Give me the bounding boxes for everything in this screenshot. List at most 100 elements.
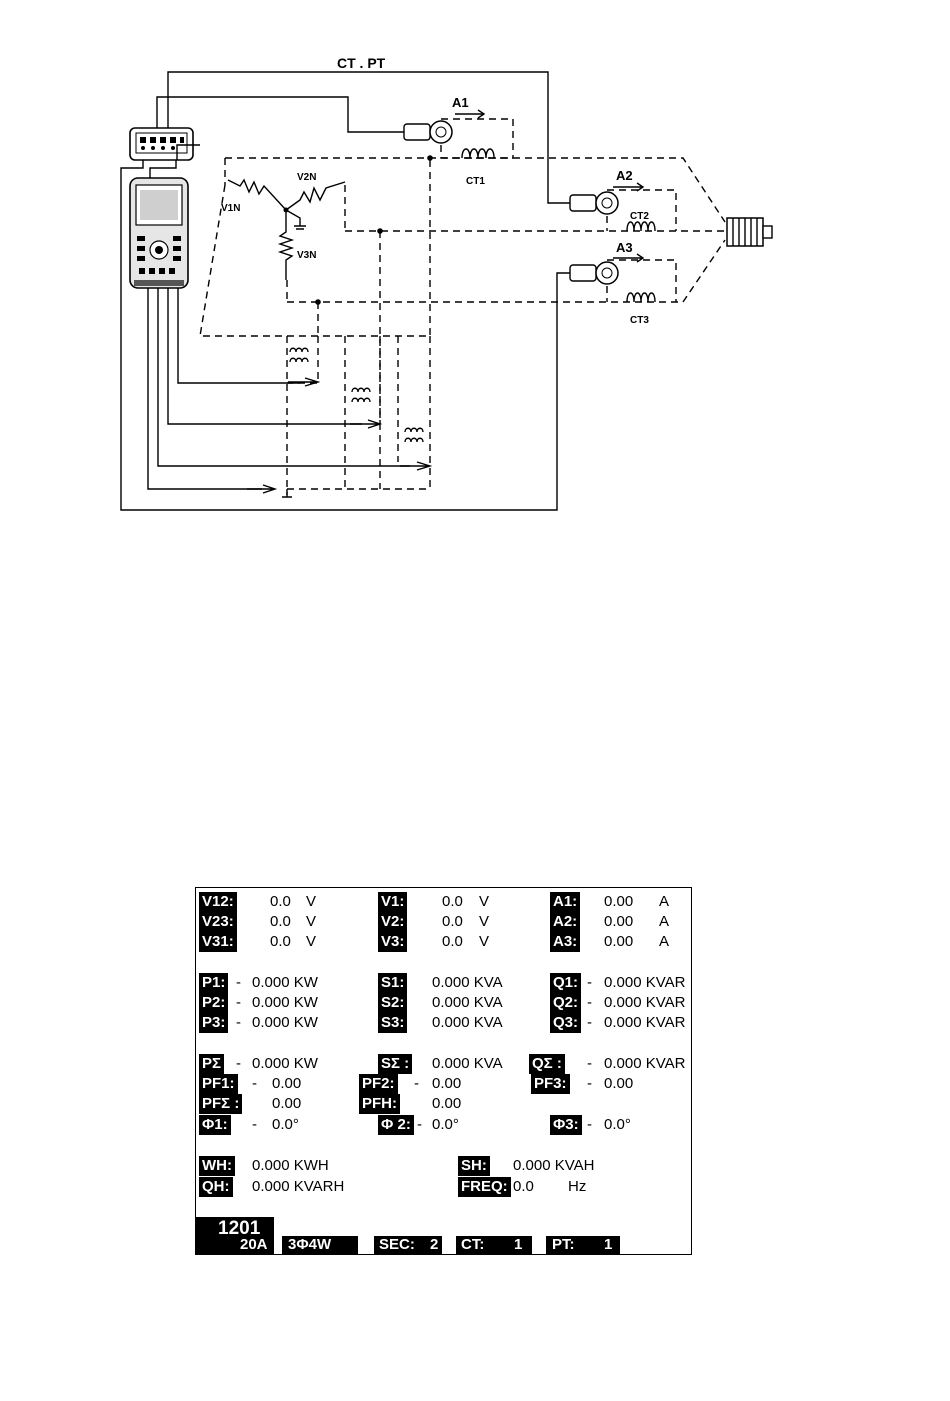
pt-value: 1 [604,1236,613,1253]
v1-label: V1: [378,892,408,912]
sec-value: 2 [430,1236,439,1253]
pfh-value: 0.00 [432,1095,462,1112]
s-total-value: 0.000 KVA [432,1055,503,1072]
meter-display: V12: 0.0 V V23: 0.0 V V31: 0.0 V V1: 0.0… [195,887,692,1255]
motor [726,217,773,247]
p3-label: P3: [199,1013,229,1033]
q3-label: Q3: [550,1013,582,1033]
v23-unit: V [306,913,317,930]
ct-label: CT: [461,1236,485,1253]
v1-value: 0.0 [442,893,463,910]
phi1-label: Φ1: [199,1115,231,1135]
a1-value: 0.00 [604,893,634,910]
pf2-sign: - [414,1075,419,1092]
q-total-label: QΣ : [529,1054,565,1074]
freq-unit: Hz [568,1178,587,1195]
p2-label: P2: [199,993,229,1013]
a1-label: A1: [550,892,581,912]
q-total-sign: - [587,1055,592,1072]
ct2-coil: CT2 [626,211,656,232]
pf1-value: 0.00 [272,1075,302,1092]
wh-label: WH: [199,1156,235,1176]
qh-label: QH: [199,1177,233,1197]
phi3-label: Φ3: [550,1115,582,1135]
v12-label: V12: [199,892,237,912]
label-v2n: V2N [297,172,316,183]
pf2-label: PF2: [359,1074,398,1094]
pf-total-label: PFΣ : [199,1094,243,1114]
pf3-label: PF3: [531,1074,570,1094]
phi2-label: Φ 2: [378,1115,414,1135]
ct3-coil: CT3 [626,292,656,326]
phi2-value: 0.0° [432,1116,459,1133]
p2-value: 0.000 KW [252,994,318,1011]
pf3-sign: - [587,1075,592,1092]
label-v1n: V1N [221,203,240,214]
q1-sign: - [587,974,592,991]
label-ct1: CT1 [466,176,485,187]
label-ct3: CT3 [630,315,649,326]
sh-value: 0.000 KVAH [513,1157,595,1174]
v3-unit: V [479,933,490,950]
sec-block [374,1236,442,1254]
p2-sign: - [236,994,241,1011]
q2-label: Q2: [550,993,582,1013]
v1-unit: V [479,893,490,910]
p3-value: 0.000 KW [252,1014,318,1031]
phi3-sign: - [587,1116,592,1133]
freq-value: 0.0 [513,1178,534,1195]
v2-unit: V [479,913,490,930]
pf1-sign: - [252,1075,257,1092]
s1-value: 0.000 KVA [432,974,503,991]
s-total-label: SΣ : [378,1054,413,1074]
q3-sign: - [587,1014,592,1031]
a3-value: 0.00 [604,933,634,950]
s1-label: S1: [378,973,408,993]
q2-value: 0.000 KVAR [604,994,686,1011]
pfh-label: PFH: [359,1094,400,1114]
pf1-label: PF1: [199,1074,238,1094]
p1-label: P1: [199,973,229,993]
v3-label: V3: [378,932,408,952]
ct-value: 1 [514,1236,523,1253]
wiring-diagram: CT . PT [120,55,773,511]
label-a1: A1 [452,95,469,110]
q1-value: 0.000 KVAR [604,974,686,991]
v2-value: 0.0 [442,913,463,930]
s2-value: 0.000 KVA [432,994,503,1011]
p3-sign: - [236,1014,241,1031]
power-meter-device [129,177,189,289]
label-ct2: CT2 [630,211,649,222]
mode-value: 3Φ4W [288,1236,332,1253]
label-a3: A3 [616,240,633,255]
freq-label: FREQ: [458,1177,511,1197]
a2-label: A2: [550,912,581,932]
pf2-value: 0.00 [432,1075,462,1092]
p1-value: 0.000 KW [252,974,318,991]
a1-unit: A [659,893,670,910]
a3-label: A3: [550,932,581,952]
phi1-sign: - [252,1116,257,1133]
pf3-value: 0.00 [604,1075,634,1092]
pt1 [288,347,321,387]
q1-label: Q1: [550,973,582,993]
diagram-title: CT . PT [337,55,386,71]
q2-sign: - [587,994,592,1011]
v2-label: V2: [378,912,408,932]
pt2 [350,387,383,429]
clamp-a3 [569,261,619,285]
pf-total-value: 0.00 [272,1095,302,1112]
sec-label: SEC: [379,1236,415,1253]
input-connector [129,127,194,161]
p-total-label: PΣ [199,1054,225,1074]
q-total-value: 0.000 KVAR [604,1055,686,1072]
s2-label: S2: [378,993,408,1013]
a2-value: 0.00 [604,913,634,930]
model-number: 1201 [218,1218,261,1239]
ct1-coil: CT1 [461,148,495,187]
v31-label: V31: [199,932,237,952]
q3-value: 0.000 KVAR [604,1014,686,1031]
p1-sign: - [236,974,241,991]
pt3 [400,427,433,471]
v23-label: V23: [199,912,237,932]
